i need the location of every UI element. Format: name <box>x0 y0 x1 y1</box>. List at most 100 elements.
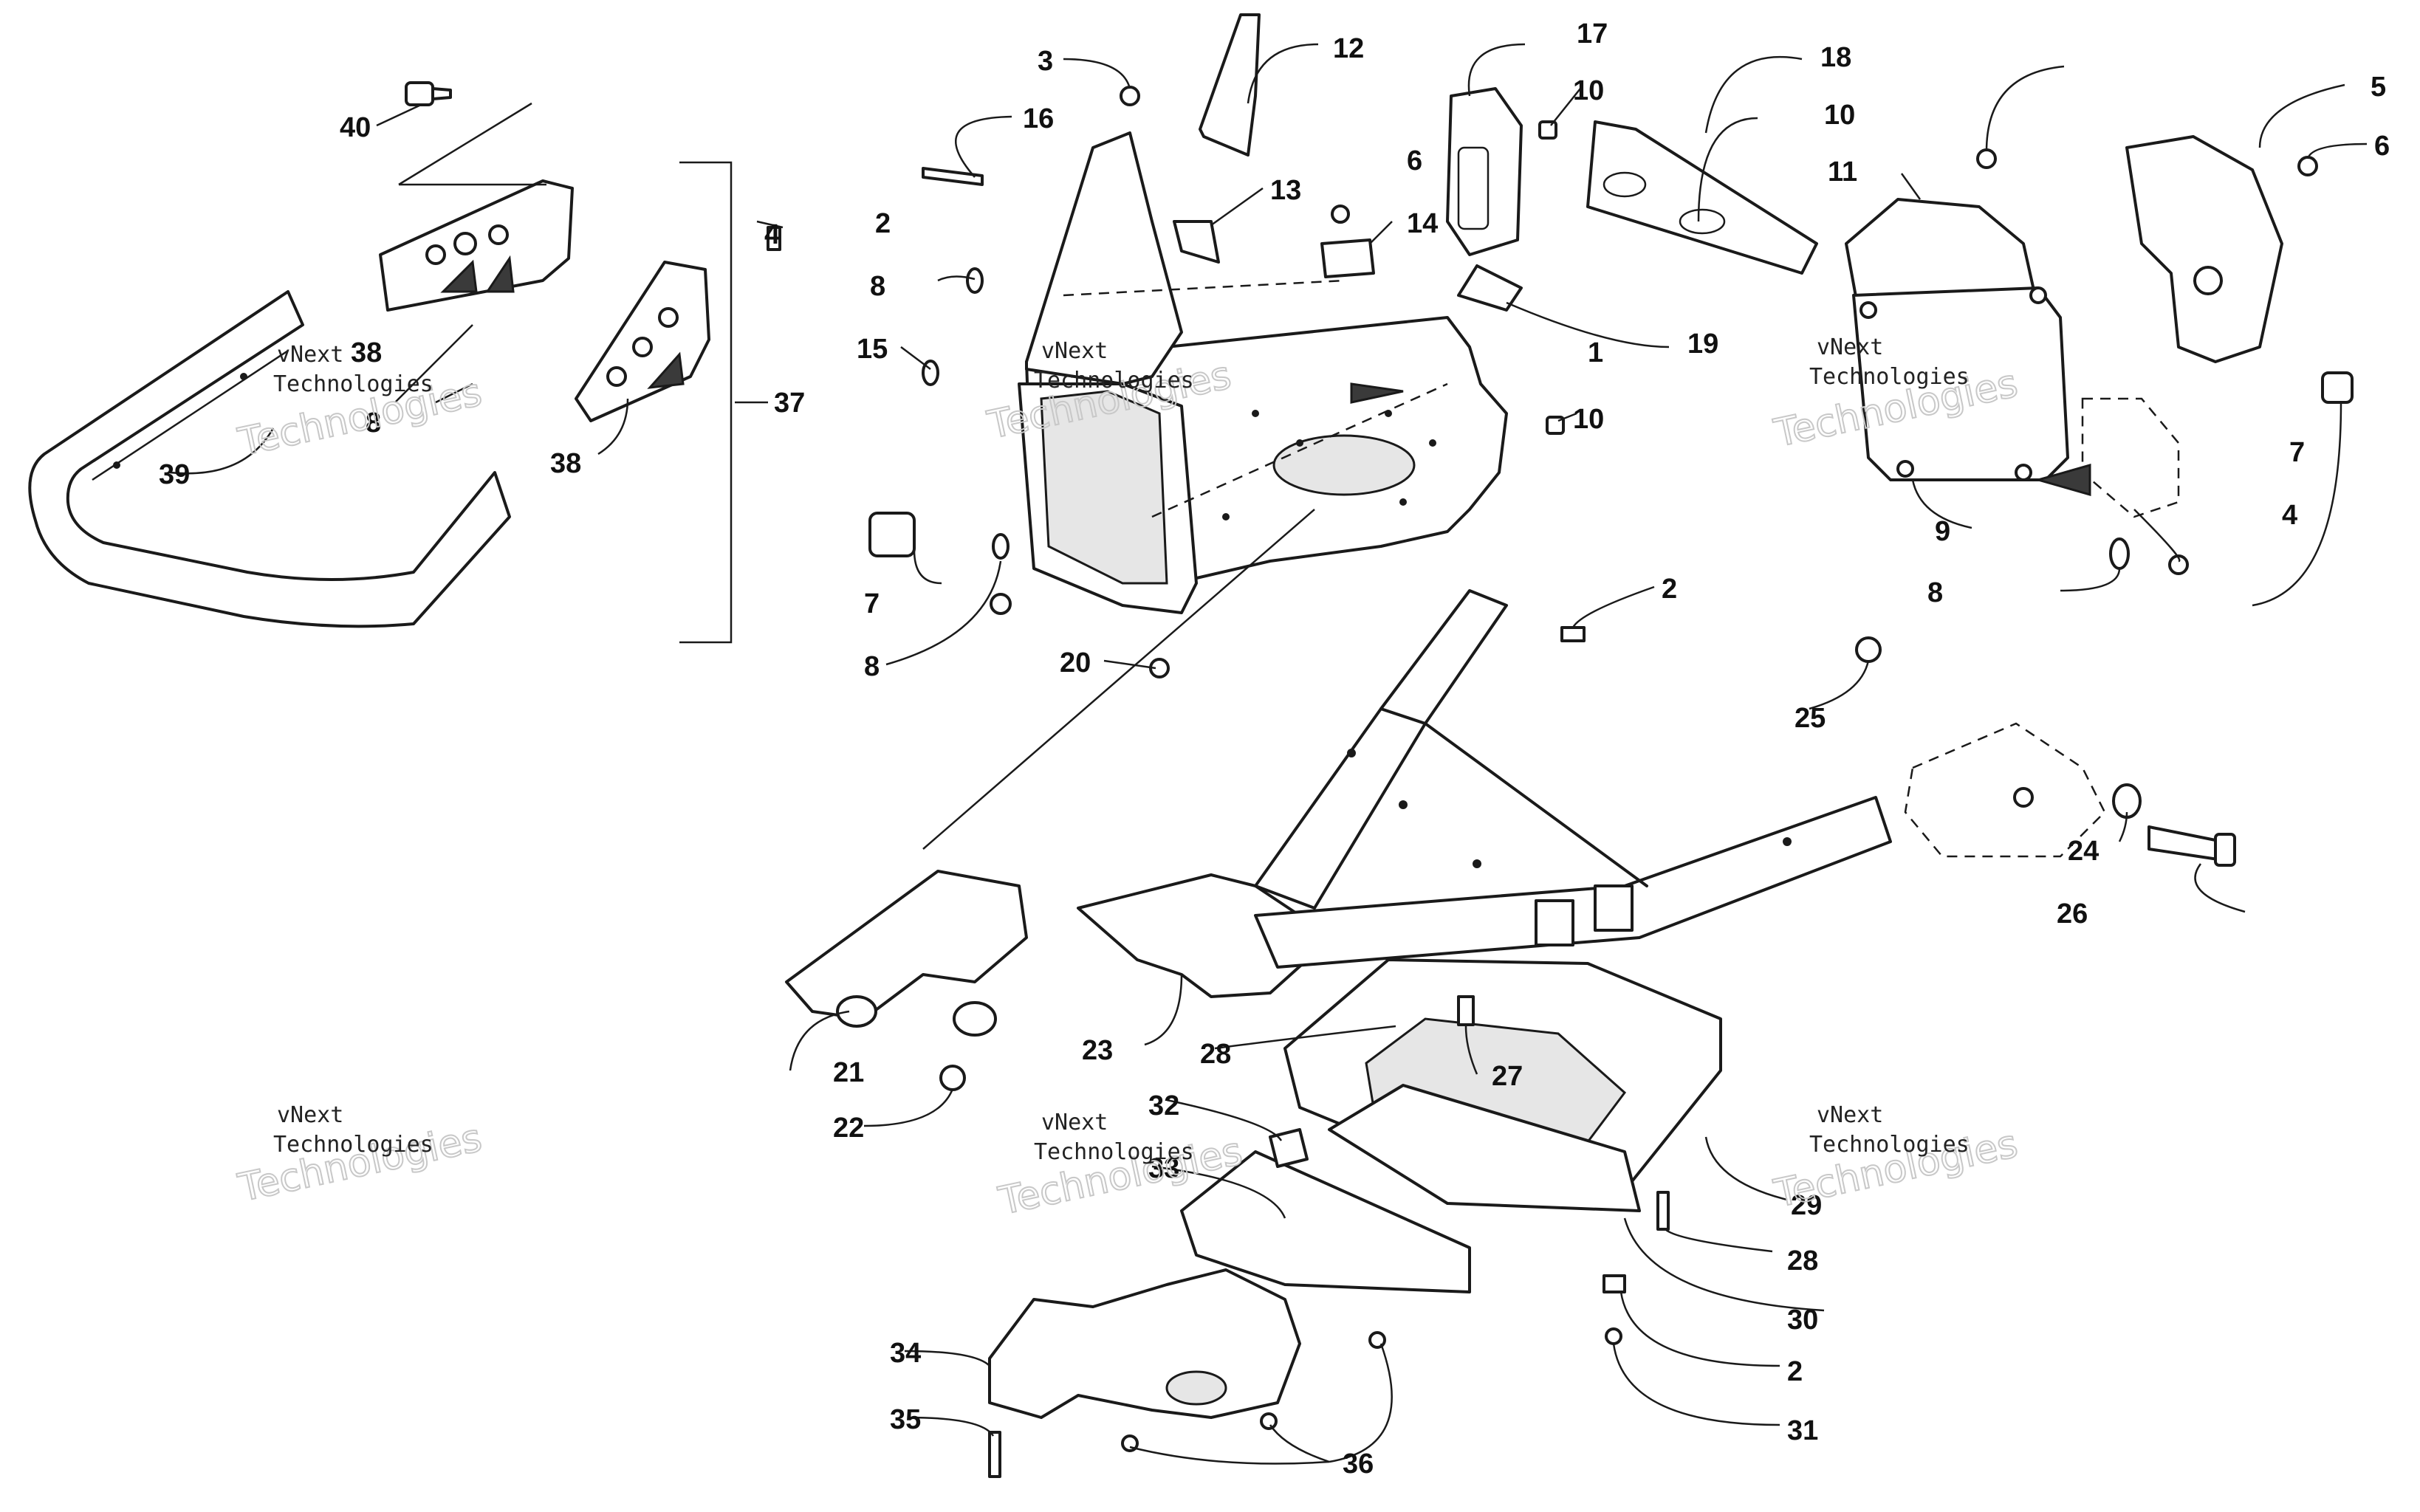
callout-37: 37 <box>774 388 805 419</box>
callout-6-b: 6 <box>2374 131 2390 162</box>
panel-12 <box>1199 13 1261 157</box>
callout-2-b: 2 <box>1662 574 1677 605</box>
screw-31 <box>1605 1327 1622 1345</box>
callout-14: 14 <box>1407 208 1438 239</box>
airbox-9 <box>1852 286 2069 481</box>
svg-text:vNext: vNext <box>1041 338 1108 364</box>
callout-13: 13 <box>1270 175 1301 206</box>
callout-23: 23 <box>1082 1035 1113 1066</box>
svg-text:vNext: vNext <box>1817 334 1883 360</box>
watermark-6: Technologies vNext Technologies <box>1769 1102 2022 1217</box>
plate-30 <box>1328 1084 1641 1212</box>
callout-27: 27 <box>1492 1061 1523 1092</box>
bracket-19 <box>1457 264 1523 312</box>
callout-16: 16 <box>1023 103 1054 134</box>
callout-19: 19 <box>1687 329 1718 360</box>
front-frame-1 <box>1018 131 1508 614</box>
fastener-2-top <box>767 226 781 251</box>
callout-8-b: 8 <box>366 408 381 439</box>
svg-text:Technologies: Technologies <box>1034 1139 1194 1165</box>
bracket-38-lower <box>575 261 710 422</box>
plate-33 <box>1180 1150 1471 1293</box>
callout-34: 34 <box>890 1338 921 1369</box>
nut-25 <box>1855 636 1882 663</box>
fastener-2-mid <box>1560 626 1586 642</box>
fastener-22 <box>939 1065 966 1091</box>
callout-7-b: 7 <box>2289 437 2305 468</box>
callout-3: 3 <box>1038 46 1053 77</box>
callout-10-b: 10 <box>1573 404 1604 435</box>
callout-20: 20 <box>1060 647 1091 678</box>
rivet-8-mid <box>992 533 1010 560</box>
callout-8-c: 8 <box>864 651 880 682</box>
leader-lines <box>169 43 2368 1465</box>
callout-11: 11 <box>1828 157 1857 188</box>
screw-40 <box>405 81 452 106</box>
callout-10-a: 10 <box>1573 75 1604 106</box>
callout-26: 26 <box>2057 898 2088 929</box>
callout-2-c: 2 <box>1787 1356 1803 1387</box>
callout-10-c: 10 <box>1824 100 1855 131</box>
callout-33: 33 <box>1148 1153 1179 1184</box>
svg-text:vNext: vNext <box>277 342 343 368</box>
callout-6-a: 6 <box>1407 145 1422 176</box>
screw-35 <box>988 1431 1001 1478</box>
callout-29: 29 <box>1791 1190 1822 1221</box>
group-bracket-37 <box>679 161 733 644</box>
spindle-21 <box>785 870 1028 1037</box>
callout-5: 5 <box>2371 72 2386 103</box>
callout-15: 15 <box>857 334 888 365</box>
screw-20-a <box>990 593 1012 615</box>
callout-25: 25 <box>1795 703 1826 734</box>
bolt-27 <box>1457 995 1475 1026</box>
svg-text:vNext: vNext <box>1041 1110 1108 1135</box>
fastener-4-right <box>2168 554 2189 575</box>
module-17 <box>1446 87 1523 256</box>
svg-text:vNext: vNext <box>1817 1102 1883 1128</box>
plate-18 <box>1586 120 1818 275</box>
callout-40: 40 <box>340 112 371 143</box>
clip-14 <box>1320 238 1375 278</box>
callout-38-b: 38 <box>550 448 581 479</box>
callout-12: 12 <box>1333 33 1364 64</box>
svg-text:Technologies: Technologies <box>1809 364 1970 390</box>
callout-4-a: 4 <box>764 219 780 250</box>
svg-text:Technologies: Technologies <box>273 371 433 397</box>
grommet-7-right <box>2321 371 2354 404</box>
svg-text:Technologies: Technologies <box>234 1116 485 1211</box>
callout-21: 21 <box>833 1057 864 1088</box>
chassis-23 <box>1077 589 1892 998</box>
fastener-10-right <box>1976 148 1997 169</box>
bracket-25 <box>1904 722 2106 858</box>
callout-8-d: 8 <box>1927 577 1943 608</box>
screw-16 <box>922 167 984 186</box>
callout-7-a: 7 <box>864 588 880 619</box>
callout-18: 18 <box>1820 42 1851 73</box>
callout-38-a: 38 <box>351 337 382 368</box>
callout-36: 36 <box>1343 1449 1374 1480</box>
callout-2-a: 2 <box>875 208 891 239</box>
fastener-6-right <box>2297 156 2318 176</box>
callout-9: 9 <box>1935 516 1950 547</box>
bolt-26 <box>2148 825 2236 867</box>
fastener-28-right <box>1656 1191 1670 1231</box>
bumper-39 <box>28 290 511 628</box>
callout-22: 22 <box>833 1113 864 1144</box>
callout-labels: 1 2 2 2 3 4 4 5 6 6 7 7 8 8 8 8 9 10 10 … <box>159 18 2390 1480</box>
rivet-8-right <box>2109 537 2130 570</box>
plate-13 <box>1173 220 1220 264</box>
svg-text:Technologies: Technologies <box>1034 368 1194 394</box>
callout-30: 30 <box>1787 1305 1818 1336</box>
callout-28-b: 28 <box>1787 1245 1818 1276</box>
callout-17: 17 <box>1577 18 1608 49</box>
guard-34 <box>988 1268 1301 1419</box>
grommet-7-left <box>868 512 916 557</box>
svg-text:vNext: vNext <box>277 1102 343 1128</box>
bracket-38-upper <box>379 179 574 312</box>
fastener-3 <box>1120 86 1140 106</box>
callout-31: 31 <box>1787 1415 1818 1446</box>
svg-text:Technologies: Technologies <box>1809 1132 1970 1158</box>
callout-4-b: 4 <box>2282 500 2297 531</box>
screw-36-b <box>1260 1412 1278 1430</box>
